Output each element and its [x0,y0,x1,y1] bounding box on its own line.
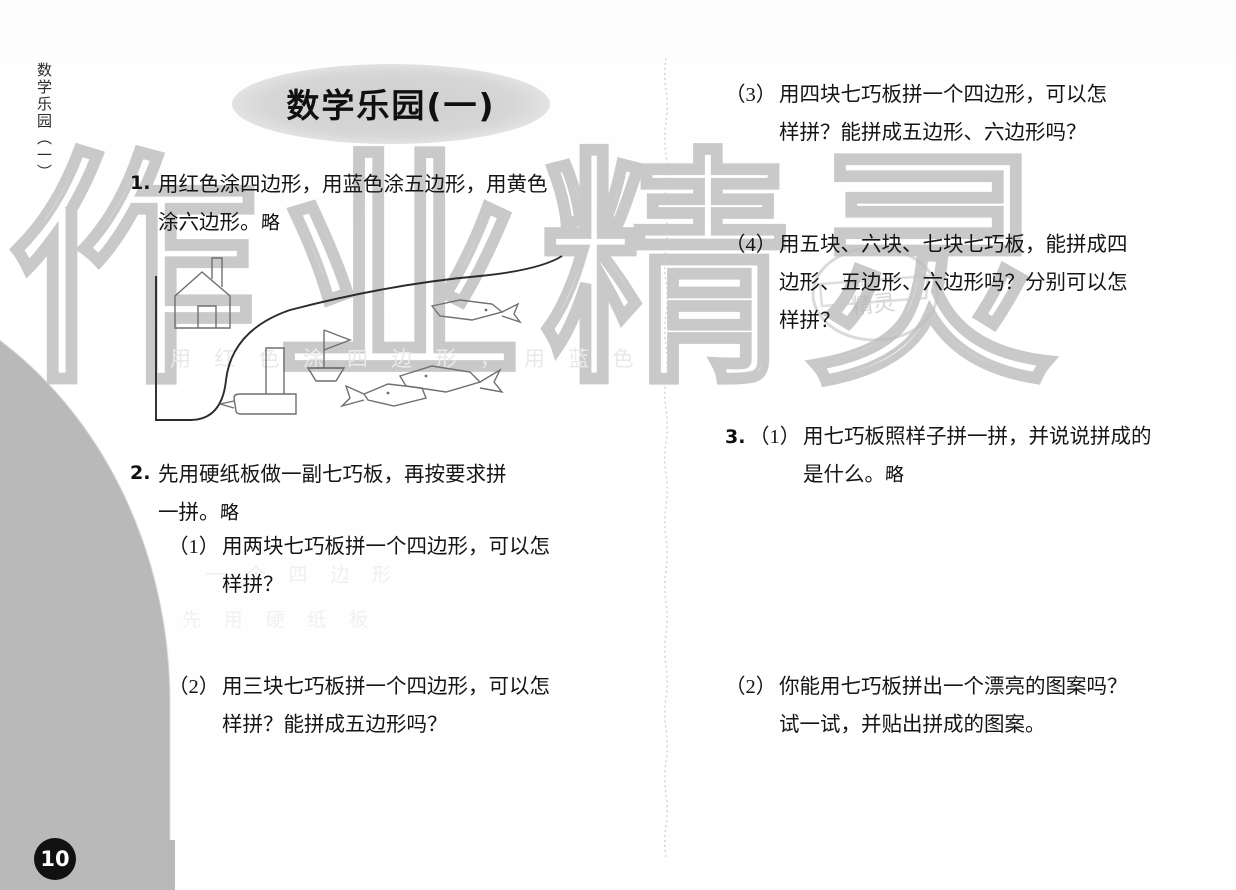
question-2-line-1: 先用硬纸板做一副七巧板，再按要求拼 [158,464,507,486]
question-3-sub-2-label: （2） [725,676,777,698]
question-2-sub-1-line-2: 样拼？ [222,574,284,596]
question-2-sub-1-line-1: 用两块七巧板拼一个四边形，可以怎 [222,536,550,558]
question-2-line-2: 一拼。略 [158,494,239,532]
question-2-sub-4-label: （4） [725,234,777,256]
question-3-sub-1-line-2: 是什么。略 [803,456,905,494]
question-2-line-2-text: 一拼。 [158,502,220,524]
question-3-sub-1-line-2-text: 是什么。 [803,464,885,486]
question-2-sub-1-label: （1） [168,536,220,558]
question-3-sub-1-line-1: 用七巧板照样子拼一拼，并说说拼成的 [803,426,1152,448]
title-ellipse-background [232,64,550,144]
question-3-answer: 略 [884,464,905,486]
page-number-badge: 10 [34,838,76,880]
question-2-sub-4-line-2: 边形、五边形、六边形吗？分别可以怎 [779,272,1128,294]
question-2-sub-2-line-2: 样拼？能拼成五边形吗？ [222,714,448,736]
title-text: 数学乐园(一) [286,86,496,125]
question-2-answer: 略 [218,502,240,524]
question-2-sub-4-line-1: 用五块、六块、七块七巧板，能拼成四 [779,234,1128,256]
question-2-sub-4-line-3: 样拼？ [779,310,841,332]
side-chapter-label: 数学乐园（一） [35,62,51,181]
question-3-sub-2-line-2: 试一试，并贴出拼成的图案。 [779,714,1046,736]
page-title: 数学乐园(一) [232,64,550,144]
question-2-number: 2. [130,462,151,484]
question-2-sub-2-line-1: 用三块七巧板拼一个四边形，可以怎 [222,676,550,698]
perforation-divider [664,58,668,858]
question-2-sub-3-line-1: 用四块七巧板拼一个四边形，可以怎 [779,84,1107,106]
question-1-line-2-text: 涂六边形。 [158,212,261,234]
question-2-sub-3-line-2: 样拼？能拼成五边形、六边形吗？ [779,122,1087,144]
left-column: 1. 用红色涂四边形，用蓝色涂五边形，用黄色 涂六边形。略 [130,172,563,736]
question-1-line-2: 涂六边形。略 [158,204,280,242]
page-corner-shadow-fill [0,840,175,890]
scene-drawing [155,255,563,421]
question-2-sub-3-label: （3） [725,84,777,106]
question-3-sub-1-label: （1） [749,426,801,448]
question-3-number: 3. [725,426,746,448]
right-column: （3） 用四块七巧板拼一个四边形，可以怎 样拼？能拼成五边形、六边形吗？ （4）… [663,0,1236,890]
question-1-number: 1. [130,172,151,194]
question-3-sub-2-line-1: 你能用七巧板拼出一个漂亮的图案吗？ [779,676,1128,698]
question-1-line-1: 用红色涂四边形，用蓝色涂五边形，用黄色 [158,174,548,196]
question-1-answer: 略 [259,212,281,234]
question-2-sub-2-label: （2） [168,676,220,698]
